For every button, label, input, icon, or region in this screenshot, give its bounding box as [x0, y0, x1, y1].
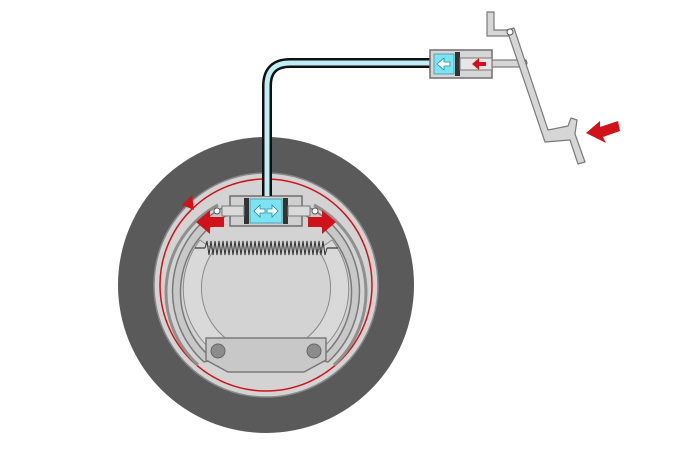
anchor-plate	[205, 337, 327, 373]
brake-shoes	[164, 203, 368, 373]
brake-pedal	[486, 11, 620, 165]
spring-coil	[204, 240, 328, 256]
rotation-arrow-icon	[182, 195, 194, 210]
red-arrow-icon	[196, 210, 224, 234]
brake-line	[262, 58, 432, 196]
pedal-lever	[506, 27, 586, 165]
red-arrow-icon	[308, 210, 336, 234]
return-spring	[195, 240, 338, 256]
wheel-cylinder	[213, 195, 319, 227]
brake-line-fluid	[264, 60, 432, 196]
right-rod-pin	[311, 207, 319, 215]
shoe-force-arrows	[196, 210, 336, 234]
red-arrow-icon	[472, 58, 486, 70]
left-piston	[244, 198, 249, 224]
right-shoe-lining	[313, 203, 368, 367]
cyan-double-arrow-icon	[253, 204, 279, 218]
master-piston	[455, 52, 460, 76]
left-shoe-lining	[164, 203, 219, 367]
left-push-rod	[221, 205, 245, 217]
anchor-pin-left	[210, 343, 226, 359]
right-piston	[283, 198, 288, 224]
red-arrow-icon	[586, 121, 620, 143]
left-rod-pin	[213, 207, 221, 215]
pedal-pivot	[506, 28, 514, 36]
cyan-arrow-icon	[436, 57, 451, 71]
master-cylinder	[429, 49, 493, 79]
right-push-rod	[287, 205, 311, 217]
anchor-pin-right	[306, 343, 322, 359]
